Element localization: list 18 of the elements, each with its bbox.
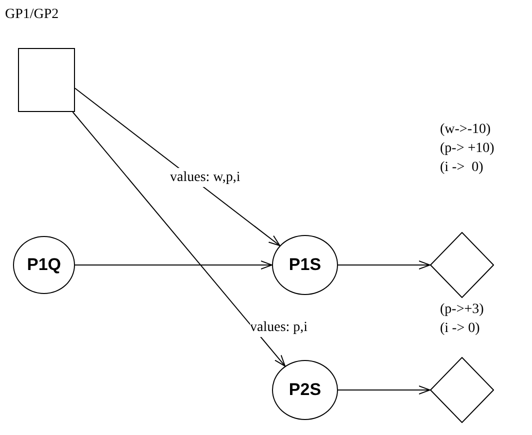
annotation-text: (p->+3) (440, 301, 484, 319)
edge-label: values: w,p,i (170, 168, 240, 187)
edge-label: values: p,i (250, 318, 308, 337)
diamond-shape (430, 357, 494, 423)
annotation-text: (w->-10) (440, 121, 491, 139)
diamond-shape (430, 232, 494, 298)
circle-node: P2S (272, 360, 338, 420)
circle-node: P1S (272, 235, 338, 295)
annotation-text: (p-> +10) (440, 140, 494, 158)
arrow (338, 386, 430, 394)
annotation-text: (i -> 0) (440, 159, 484, 177)
annotation-text: (i -> 0) (440, 320, 480, 338)
arrow (74, 88, 280, 246)
arrow (338, 260, 430, 270)
node-heading: GP1/GP2 (5, 6, 59, 24)
circle-node: P1Q (13, 236, 75, 294)
arrow (74, 260, 272, 270)
arrow (72, 112, 286, 367)
